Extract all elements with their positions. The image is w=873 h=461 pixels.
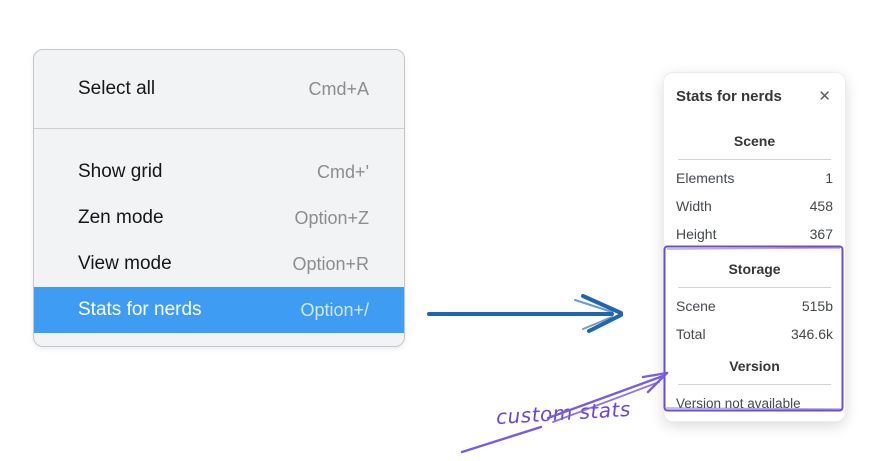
menu-item-shortcut: Option+Z [294, 207, 369, 228]
menu-item-label: Stats for nerds [78, 299, 202, 320]
annotation-custom-stats-label: custom stats [495, 396, 632, 430]
close-icon[interactable]: ✕ [818, 88, 831, 105]
stat-value: 1 [825, 170, 833, 186]
menu-item-show-grid[interactable]: Show grid Cmd+' [34, 149, 404, 195]
stat-value: 515b [801, 298, 833, 314]
menu-item-label: Show grid [78, 161, 163, 182]
section-divider [678, 384, 831, 385]
stats-panel-title: Stats for nerds [676, 88, 782, 105]
stat-label: Elements [676, 170, 735, 186]
section-heading-storage: Storage [728, 261, 781, 277]
menu-item-shortcut: Option+R [292, 253, 369, 274]
section-heading-version: Version [729, 358, 780, 374]
menu-item-shortcut: Cmd+A [308, 78, 369, 99]
stat-label: Scene [676, 298, 716, 314]
stat-label: Width [676, 198, 712, 214]
menu-item-select-all[interactable]: Select all Cmd+A [34, 66, 404, 112]
menu-item-label: Zen mode [78, 207, 164, 228]
flow-arrow-icon [427, 294, 623, 333]
menu-item-label: View mode [78, 253, 172, 274]
context-menu: Select all Cmd+A Show grid Cmd+' Zen mod… [33, 49, 405, 347]
stat-label: Height [676, 226, 717, 242]
menu-item-shortcut: Cmd+' [317, 161, 369, 182]
stat-row-width: Width 458 [676, 196, 833, 216]
version-note: Version not available [676, 396, 801, 411]
stat-row-total-storage: Total 346.6k [676, 324, 833, 344]
stat-label: Total [676, 326, 706, 342]
menu-separator [34, 128, 404, 129]
stat-row-scene-storage: Scene 515b [676, 296, 833, 316]
stat-value: 346.6k [790, 326, 833, 342]
menu-item-stats-for-nerds[interactable]: Stats for nerds Option+/ [34, 287, 404, 333]
stat-row-elements: Elements 1 [676, 168, 833, 188]
menu-item-zen-mode[interactable]: Zen mode Option+Z [34, 195, 404, 241]
menu-item-view-mode[interactable]: View mode Option+R [34, 241, 404, 287]
stat-value: 458 [809, 198, 833, 214]
stats-panel: Stats for nerds ✕ Scene Elements 1 Width… [663, 72, 846, 422]
menu-item-label: Select all [78, 78, 156, 99]
section-divider [678, 287, 831, 288]
section-divider [678, 159, 831, 160]
section-heading-scene: Scene [733, 133, 776, 149]
stat-row-height: Height 367 [676, 224, 833, 244]
stat-value: 367 [809, 226, 833, 242]
stats-panel-header: Stats for nerds ✕ [676, 87, 833, 107]
menu-item-shortcut: Option+/ [300, 299, 369, 320]
